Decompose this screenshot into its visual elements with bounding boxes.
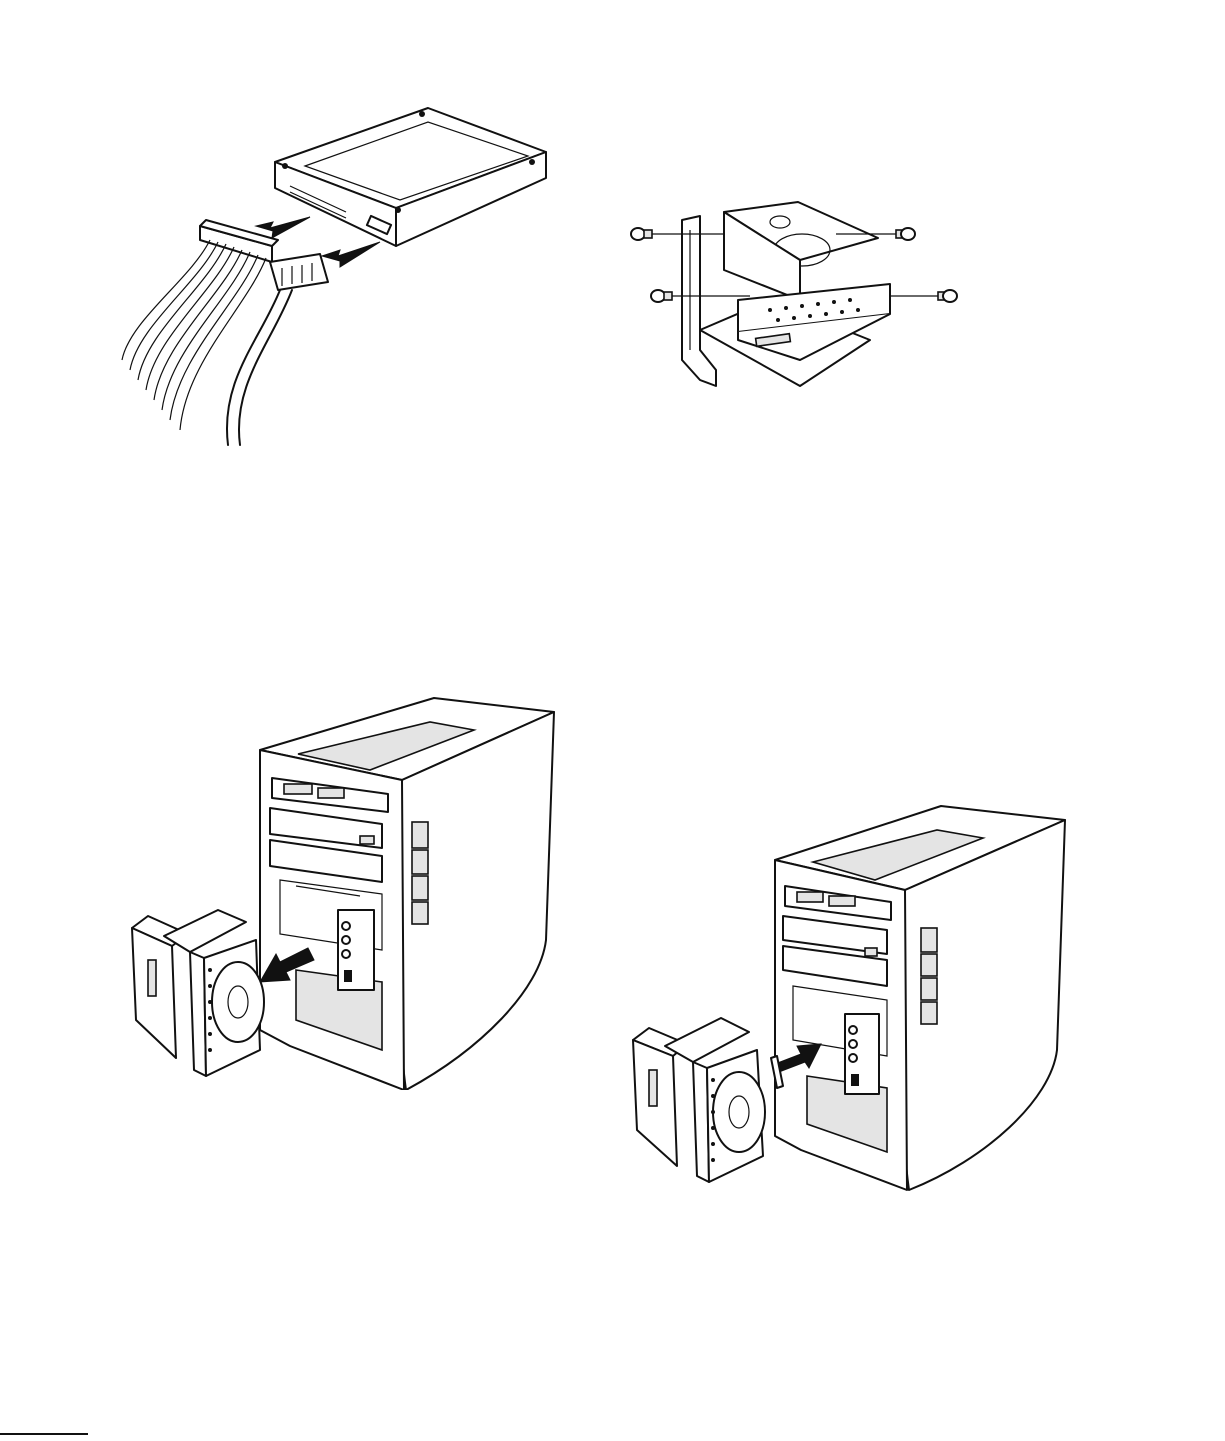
figure-disconnect-cables (110, 100, 560, 450)
screw-bottom-right (890, 290, 957, 302)
pull-arrow-power-cable (322, 242, 380, 267)
cage-left-rail (682, 216, 716, 386)
power-cable (227, 290, 292, 445)
screw-top-left (631, 228, 724, 240)
side-vents (921, 928, 937, 1024)
install-cage-illustration (625, 800, 1075, 1195)
remove-cage-illustration (120, 690, 570, 1090)
drive-cage-screws-illustration (620, 190, 970, 400)
drive-platter (713, 1072, 765, 1152)
figure-remove-cage (120, 690, 570, 1090)
pull-arrow-data-cable (256, 217, 310, 238)
power-connector-molex (270, 254, 328, 290)
page-footer (0, 1428, 1225, 1441)
figure-drive-in-cage (620, 190, 970, 400)
side-vents (412, 822, 428, 924)
drive-platter (212, 962, 264, 1042)
cable-disconnect-illustration (110, 100, 560, 450)
figure-install-cage (625, 800, 1075, 1195)
footer-rule (0, 1433, 88, 1435)
ribbon-cable (122, 240, 266, 430)
